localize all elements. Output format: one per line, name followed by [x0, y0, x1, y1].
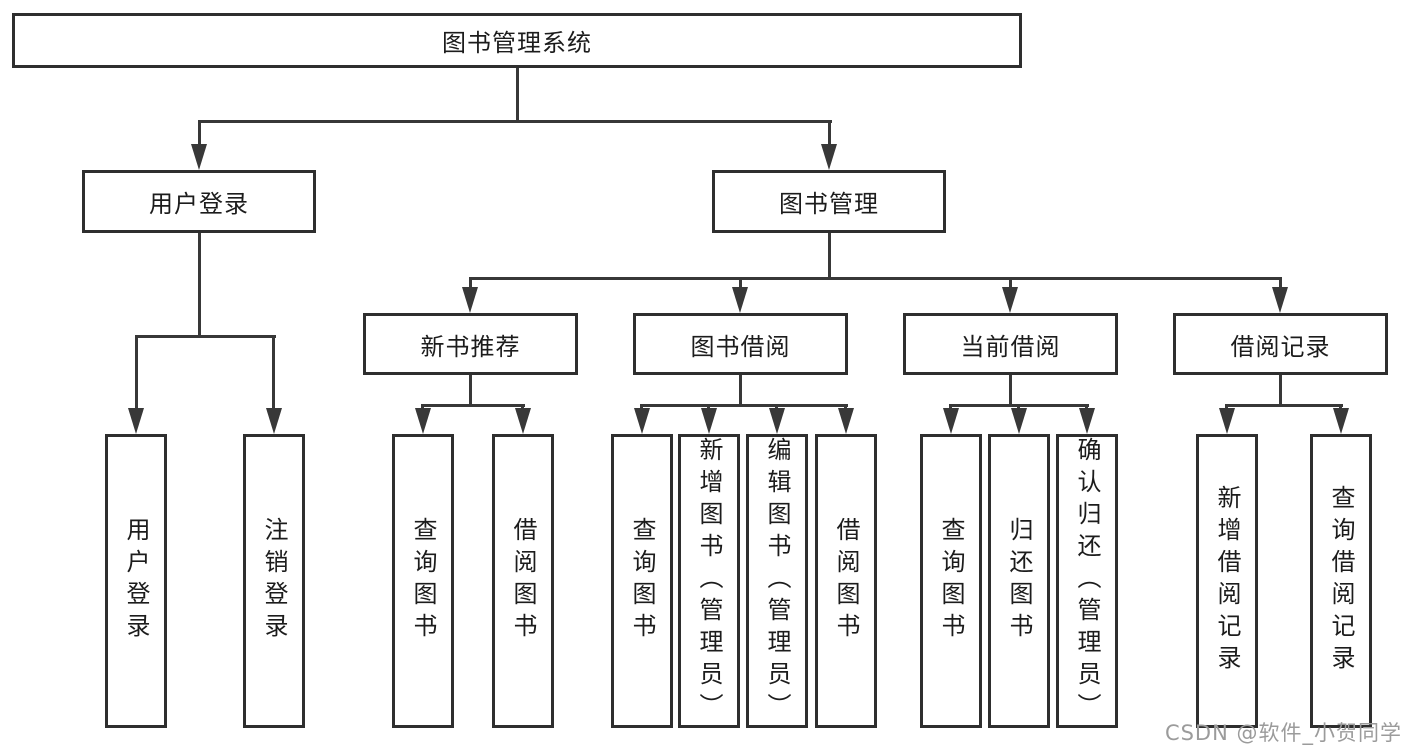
node-root: 图书管理系统: [12, 13, 1022, 68]
csdn-watermark: CSDN @软件_小贺同学: [1164, 721, 1402, 745]
connector-borrow-records-trunk: [1279, 375, 1282, 406]
leaf-borrow-books-recommend: 借阅图书: [492, 434, 554, 728]
leaf-return-books: 归还图书: [988, 434, 1050, 728]
arrow-down-icon: [1079, 408, 1095, 434]
connector-borrow-records-split: [1225, 404, 1343, 407]
connector-drop-borrow-records: [1279, 277, 1282, 289]
arrow-down-icon: [1272, 287, 1288, 313]
arrow-down-icon: [1219, 408, 1235, 434]
leaf-label: 查询图书: [628, 517, 656, 645]
leaf-label: 新增图书（管理员）: [695, 437, 723, 725]
arrow-down-icon: [769, 408, 785, 434]
node-borrow-records: 借阅记录: [1173, 313, 1388, 375]
connector-user-login-trunk: [198, 233, 201, 338]
connector-root-trunk: [516, 68, 519, 123]
leaf-user-login-label: 用户登录: [122, 517, 150, 645]
leaf-add-borrow-record: 新增借阅记录: [1196, 434, 1258, 728]
node-user-login: 用户登录: [82, 170, 316, 233]
connector-new-book-trunk: [469, 375, 472, 406]
leaf-confirm-return-admin: 确认归还（管理员）: [1056, 434, 1118, 728]
leaf-borrow-books: 借阅图书: [815, 434, 877, 728]
connector-drop-book-borrow: [739, 277, 742, 289]
leaf-label: 查询借阅记录: [1327, 485, 1355, 677]
connector-book-mgmt-trunk: [828, 233, 831, 280]
connector-current-borrow-trunk: [1009, 375, 1012, 406]
arrow-down-icon: [838, 408, 854, 434]
leaf-logout-label: 注销登录: [260, 517, 288, 645]
arrow-down-icon: [1333, 408, 1349, 434]
node-root-label: 图书管理系统: [442, 29, 592, 57]
connector-book-borrow-split: [640, 404, 848, 407]
connector-book-mgmt-split: [469, 277, 1282, 280]
leaf-label: 确认归还（管理员）: [1073, 437, 1101, 725]
node-new-book-recommend-label: 新书推荐: [420, 332, 521, 361]
leaf-label: 新增借阅记录: [1213, 485, 1241, 677]
connector-drop-leaf-logout: [272, 335, 275, 408]
arrow-down-icon: [634, 408, 650, 434]
node-book-management-label: 图书管理: [779, 190, 879, 218]
connector-drop-new-book: [469, 277, 472, 289]
arrow-down-icon: [128, 408, 144, 434]
leaf-label: 查询图书: [937, 517, 965, 645]
node-book-management: 图书管理: [712, 170, 946, 233]
leaf-label: 编辑图书（管理员）: [763, 437, 791, 725]
arrow-down-icon: [266, 408, 282, 434]
leaf-label: 归还图书: [1005, 517, 1033, 645]
connector-user-login-split: [135, 335, 276, 338]
connector-drop-user-login: [198, 120, 201, 146]
node-borrow-records-label: 借阅记录: [1230, 332, 1331, 361]
leaf-user-login: 用户登录: [105, 434, 167, 728]
leaf-label: 查询图书: [409, 517, 437, 645]
connector-level1-split: [198, 120, 832, 123]
leaf-query-books-current: 查询图书: [920, 434, 982, 728]
connector-drop-leaf-login: [135, 335, 138, 408]
arrow-down-icon: [515, 408, 531, 434]
leaf-label: 借阅图书: [832, 517, 860, 645]
arrow-down-icon: [415, 408, 431, 434]
leaf-logout: 注销登录: [243, 434, 305, 728]
arrow-down-icon: [943, 408, 959, 434]
connector-drop-book-mgmt: [828, 120, 831, 146]
node-current-borrow-label: 当前借阅: [960, 332, 1061, 361]
node-current-borrow: 当前借阅: [903, 313, 1118, 375]
arrow-down-icon: [701, 408, 717, 434]
arrow-down-icon: [1011, 408, 1027, 434]
leaf-query-books-borrow: 查询图书: [611, 434, 673, 728]
node-book-borrow: 图书借阅: [633, 313, 848, 375]
node-book-borrow-label: 图书借阅: [690, 332, 791, 361]
node-user-login-label: 用户登录: [149, 190, 249, 218]
arrow-down-icon: [821, 144, 837, 170]
connector-book-borrow-trunk: [739, 375, 742, 406]
leaf-query-borrow-record: 查询借阅记录: [1310, 434, 1372, 728]
arrow-down-icon: [191, 144, 207, 170]
leaf-add-book-admin: 新增图书（管理员）: [678, 434, 740, 728]
node-new-book-recommend: 新书推荐: [363, 313, 578, 375]
connector-new-book-split: [421, 404, 525, 407]
connector-drop-current-borrow: [1009, 277, 1012, 289]
arrow-down-icon: [462, 287, 478, 313]
leaf-edit-book-admin: 编辑图书（管理员）: [746, 434, 808, 728]
arrow-down-icon: [1002, 287, 1018, 313]
leaf-query-books-recommend: 查询图书: [392, 434, 454, 728]
arrow-down-icon: [732, 287, 748, 313]
leaf-label: 借阅图书: [509, 517, 537, 645]
